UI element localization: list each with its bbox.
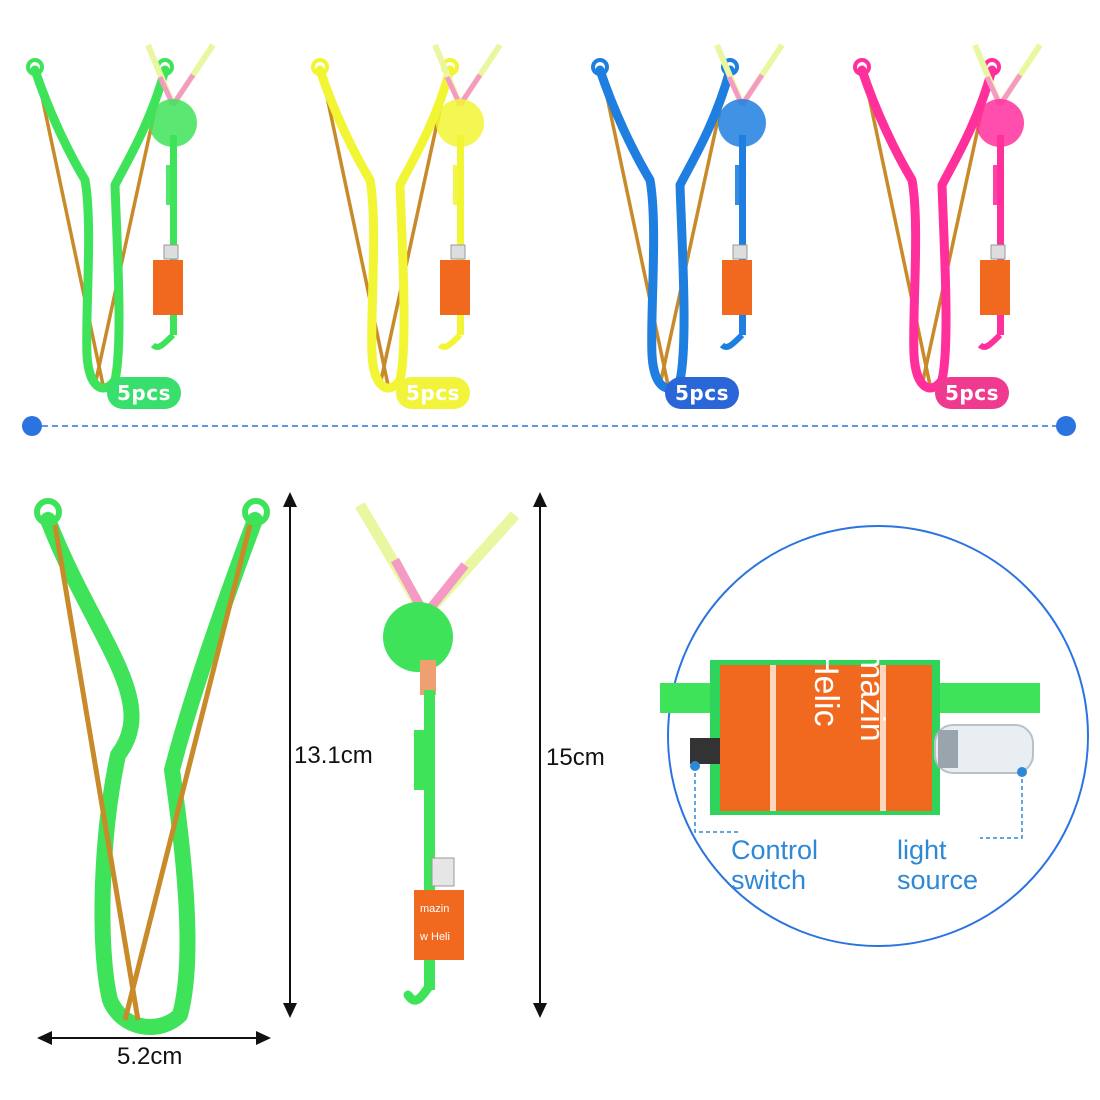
light-source-line2: source	[897, 865, 979, 895]
count-badge-green: 5pcs	[107, 377, 181, 409]
control-switch-line2: switch	[731, 865, 807, 895]
large-slingshot	[34, 498, 270, 1035]
large-arrow: mazin w Heli	[355, 502, 520, 1005]
control-switch-callout: Control switch	[731, 835, 818, 895]
variant-pink	[855, 60, 999, 388]
detail-label-text: mazin Helic	[765, 651, 895, 831]
slingshot-width-arrow	[37, 1031, 271, 1045]
slingshot-width-label: 5.2cm	[117, 1043, 183, 1070]
arrow-height-label: 15cm	[546, 744, 605, 771]
detail-zoom-circle	[660, 525, 1089, 947]
light-source-line1: light	[897, 835, 947, 865]
slingshot-height-arrow	[283, 492, 297, 1018]
arrow-height-arrow	[533, 492, 547, 1018]
variant-yellow	[313, 60, 457, 388]
variant-green	[28, 60, 172, 388]
variant-blue	[593, 60, 737, 388]
svg-text:w Heli: w Heli	[419, 931, 450, 943]
callout-leaders	[690, 761, 1027, 839]
count-badge-blue: 5pcs	[665, 377, 739, 409]
svg-text:mazin: mazin	[420, 903, 449, 915]
detail-label-line1: mazin	[853, 651, 891, 742]
slingshot-height-label: 13.1cm	[294, 742, 373, 769]
light-source-callout: light source	[897, 835, 978, 895]
control-switch-line1: Control	[731, 835, 819, 865]
count-badge-pink: 5pcs	[935, 377, 1009, 409]
detail-label-line2: Helic	[807, 651, 845, 727]
count-badge-yellow: 5pcs	[396, 377, 470, 409]
divider	[22, 416, 1076, 436]
